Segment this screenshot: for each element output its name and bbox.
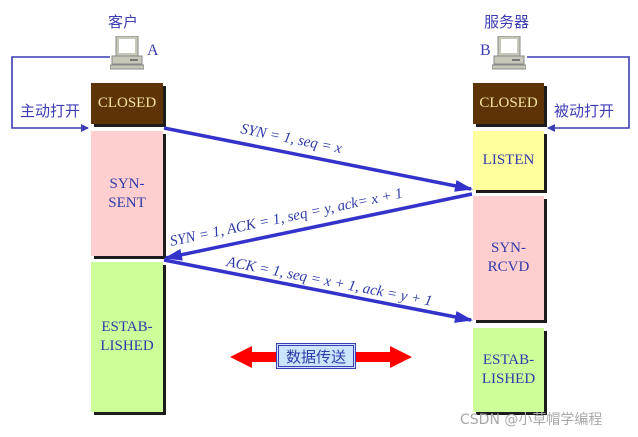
client-state-syn-sent: SYN- SENT bbox=[91, 131, 163, 256]
ack-label: ACK = 1, seq = x + 1, ack = y + 1 bbox=[224, 254, 433, 310]
syn-arrow bbox=[163, 126, 473, 192]
passive-open-arrow bbox=[527, 56, 630, 132]
server-state-syn-rcvd: SYN- RCVD bbox=[473, 196, 544, 320]
syn-ack-arrow bbox=[164, 192, 473, 261]
client-label: A bbox=[147, 42, 159, 59]
server-state-established: ESTAB- LISHED bbox=[473, 328, 544, 412]
client-state-established: ESTAB- LISHED bbox=[91, 262, 163, 412]
active-open-arrow bbox=[11, 56, 110, 132]
server-computer-icon bbox=[492, 36, 526, 70]
client-computer-icon bbox=[110, 36, 144, 70]
server-label: B bbox=[480, 42, 491, 59]
active-open-label: 主动打开 bbox=[20, 102, 81, 120]
client-state-closed: CLOSED bbox=[91, 83, 163, 124]
server-title: 服务器 bbox=[484, 13, 530, 31]
server-state-closed: CLOSED bbox=[473, 83, 544, 124]
ack-arrow bbox=[163, 258, 473, 323]
syn-ack-label: SYN = 1, ACK = 1, seq = y, ack= x + 1 bbox=[169, 186, 405, 250]
client-title: 客户 bbox=[108, 13, 139, 31]
data-transfer-label: 数据传送 bbox=[276, 343, 356, 369]
server-state-listen: LISTEN bbox=[473, 131, 544, 190]
passive-open-label: 被动打开 bbox=[554, 102, 615, 120]
watermark: CSDN @小草帽学编程 bbox=[460, 412, 603, 428]
